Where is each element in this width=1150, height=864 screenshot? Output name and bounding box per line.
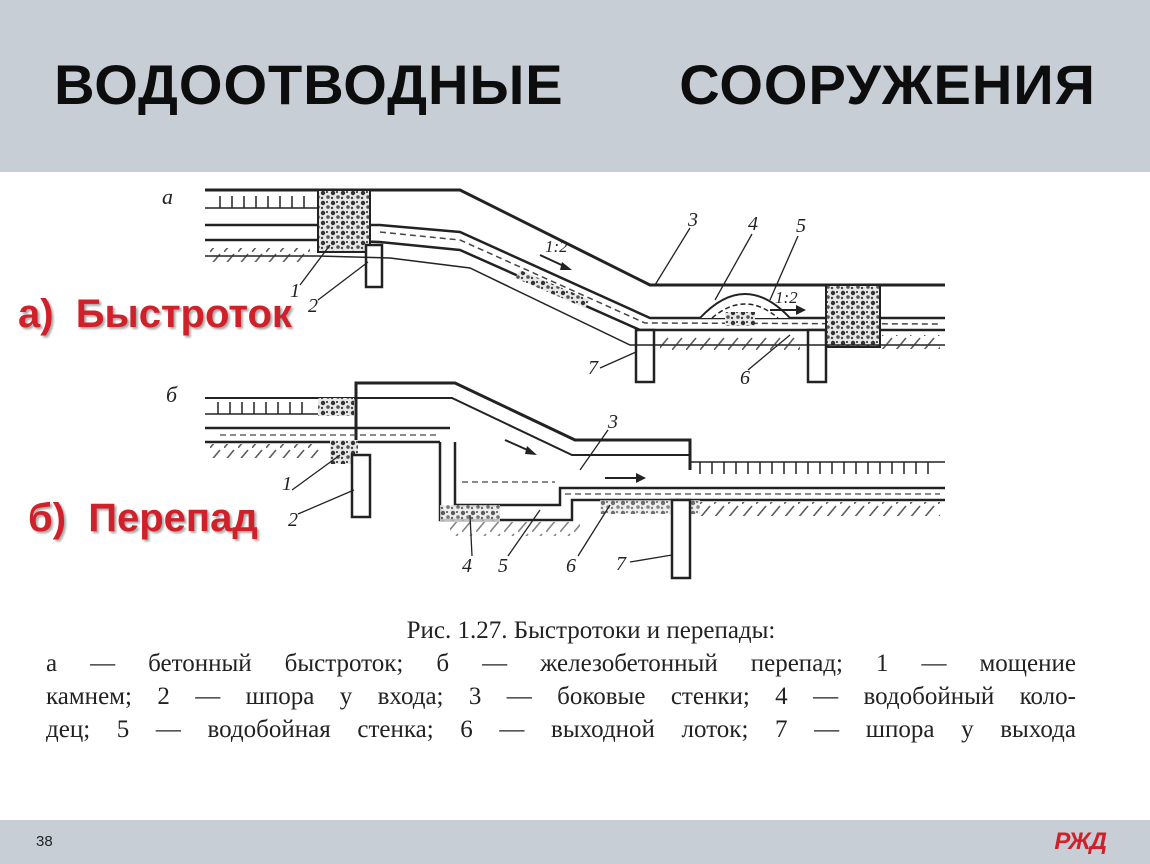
callout-b-3: 3 <box>607 411 618 433</box>
diagram-b-letter: б <box>166 382 178 407</box>
figure-caption: Рис. 1.27. Быстротоки и перепады: а — бе… <box>46 614 1076 746</box>
callout-b-4: 4 <box>462 555 472 577</box>
callout-a-2: 2 <box>308 295 318 317</box>
label-bystrotok: а) Быстроток <box>18 292 292 336</box>
slope-label-1: 1:2 <box>545 237 568 256</box>
diagram-a-letter: а <box>162 184 173 209</box>
caption-title: Рис. 1.27. Быстротоки и перепады: <box>406 617 776 644</box>
drainage-diagram: а <box>162 184 945 580</box>
slope-label-2: 1:2 <box>775 288 798 307</box>
diagram-b: б <box>166 381 945 580</box>
footer-bar: 38 РЖД <box>0 820 1150 864</box>
rzd-logo: РЖД <box>1054 828 1107 855</box>
diagram-a: а <box>162 184 945 389</box>
callout-b-2: 2 <box>288 509 298 531</box>
caption-line-2: камнем; 2 — шпора у входа; 3 — боковые с… <box>46 683 1076 710</box>
callout-a-7: 7 <box>588 357 599 379</box>
callout-a-3: 3 <box>687 209 698 231</box>
callout-b-6: 6 <box>566 555 576 577</box>
callout-a-6: 6 <box>740 367 750 389</box>
label-perepad: б) Перепад <box>28 496 258 540</box>
callout-a-5: 5 <box>796 215 806 237</box>
callout-a-4: 4 <box>748 213 758 235</box>
callout-b-1: 1 <box>282 473 292 495</box>
callout-b-5: 5 <box>498 555 508 577</box>
slide-title: ВОДООТВОДНЫЕ СООРУЖЕНИЯ <box>54 53 1096 116</box>
header-bar: ВОДООТВОДНЫЕ СООРУЖЕНИЯ <box>0 0 1150 172</box>
caption-line-3: дец; 5 — водобойная стенка; 6 — выходной… <box>46 716 1076 743</box>
callout-b-7: 7 <box>616 553 627 575</box>
page-number: 38 <box>36 833 53 850</box>
caption-line-1: а — бетонный быстроток; б — железобетонн… <box>46 650 1076 677</box>
callout-a-1: 1 <box>290 280 300 302</box>
